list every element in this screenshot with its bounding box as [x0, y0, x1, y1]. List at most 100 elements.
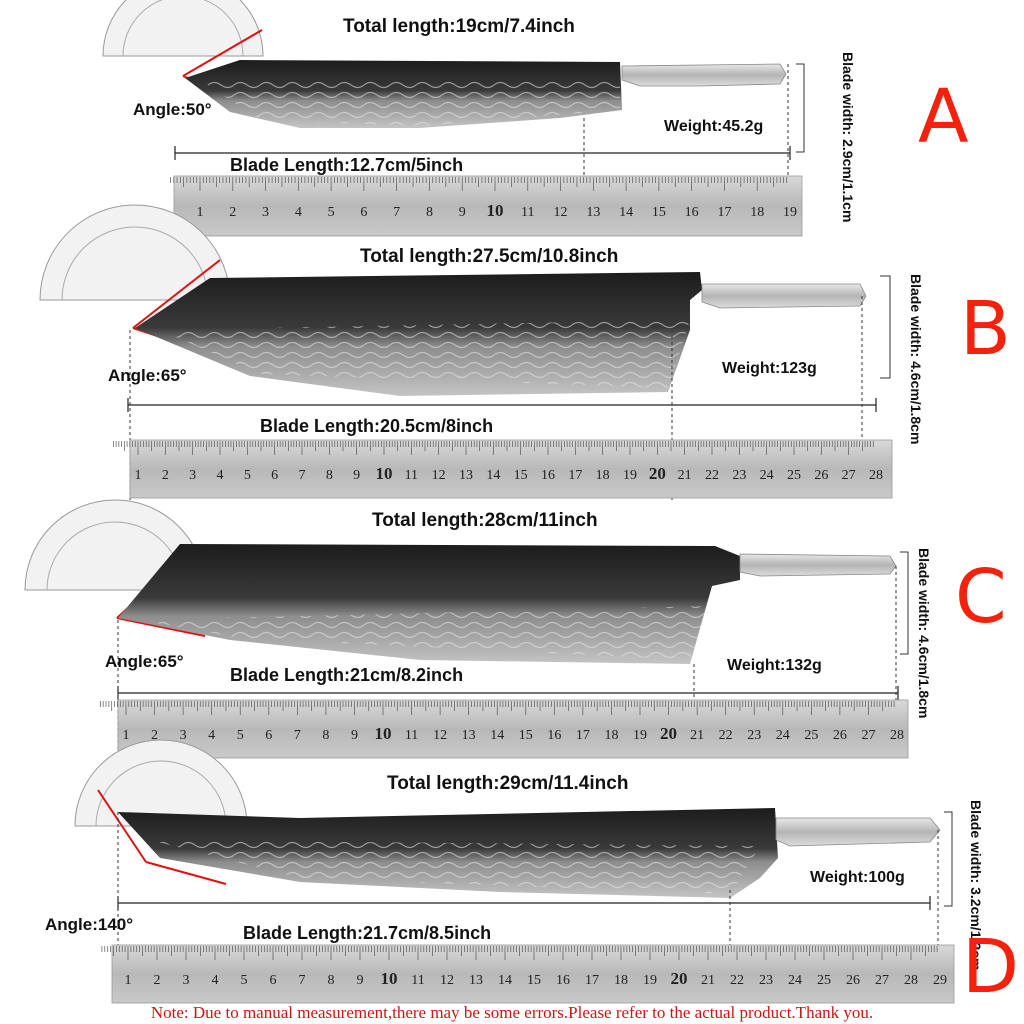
ruler-number: 5	[241, 973, 248, 988]
ruler-number: 11	[405, 468, 418, 483]
ruler-number: 7	[393, 205, 400, 220]
variant-letter-a: A	[918, 74, 969, 160]
ruler-number: 12	[433, 728, 447, 743]
ruler-number: 8	[426, 205, 433, 220]
ruler-number: 18	[750, 205, 764, 220]
ruler-number: 19	[783, 205, 797, 220]
ruler-number: 3	[262, 205, 269, 220]
ruler-number: 14	[498, 973, 512, 988]
weight-a: Weight:45.2g	[664, 118, 764, 135]
ruler-number: 2	[154, 973, 161, 988]
weight-b: Weight:123g	[722, 360, 817, 377]
ruler-number: 9	[351, 728, 358, 743]
ruler-number: 27	[861, 728, 875, 743]
total-length-d: Total length:29cm/11.4inch	[387, 773, 629, 794]
ruler-number: 2	[162, 468, 169, 483]
ruler-number: 24	[788, 973, 802, 988]
total-length-c: Total length:28cm/11inch	[372, 510, 598, 531]
ruler-number: 28	[890, 728, 904, 743]
ruler-number: 4	[212, 973, 219, 988]
ruler-number: 10	[376, 464, 393, 483]
angle-d: Angle:140°	[45, 915, 134, 934]
ruler-number: 12	[432, 468, 446, 483]
ruler-number: 23	[747, 728, 761, 743]
ruler-number: 29	[933, 973, 947, 988]
blade-width-d: Blade width: 3.2cm/1.2cm	[968, 800, 984, 971]
tang-b	[701, 283, 867, 309]
ruler-number: 11	[411, 973, 424, 988]
ruler-number: 26	[814, 468, 828, 483]
tang-d	[775, 817, 941, 847]
ruler-number: 5	[237, 728, 244, 743]
ruler-number: 2	[229, 205, 236, 220]
ruler-number: 26	[833, 728, 847, 743]
ruler-number: 13	[586, 205, 600, 220]
knife-c	[24, 499, 909, 759]
ruler-number: 6	[360, 205, 367, 220]
ruler-number: 17	[585, 973, 599, 988]
angle-a: Angle:50°	[133, 100, 212, 119]
ruler-number: 17	[717, 205, 731, 220]
ruler-number: 5	[244, 468, 251, 483]
ruler-number: 12	[440, 973, 454, 988]
blade-length-a: Blade Length:12.7cm/5inch	[230, 155, 464, 175]
ruler-number: 26	[846, 973, 860, 988]
ruler-number: 20	[660, 724, 677, 743]
ruler-number: 25	[817, 973, 831, 988]
ruler-number: 14	[619, 205, 633, 220]
ruler-number: 1	[197, 205, 204, 220]
ruler-number: 15	[514, 468, 528, 483]
ruler-number: 1	[125, 973, 132, 988]
ruler-number: 16	[556, 973, 570, 988]
ruler-number: 16	[541, 468, 555, 483]
total-length-a: Total length:19cm/7.4inch	[343, 16, 575, 37]
variant-letter-b: B	[960, 286, 1011, 372]
weight-d: Weight:100g	[810, 869, 905, 886]
weight-c: Weight:132g	[727, 657, 822, 674]
ruler-number: 6	[265, 728, 272, 743]
ruler-number: 4	[217, 468, 224, 483]
ruler-number: 3	[183, 973, 190, 988]
ruler-d	[111, 944, 955, 1004]
blade-width-b: Blade width: 4.6cm/1.8cm	[908, 274, 924, 445]
ruler-number: 9	[357, 973, 364, 988]
variant-letter-c: C	[955, 554, 1007, 640]
ruler-number: 5	[328, 205, 335, 220]
ruler-number: 15	[652, 205, 666, 220]
blade-length-b: Blade Length:20.5cm/8inch	[260, 416, 494, 436]
ruler-number: 21	[690, 728, 704, 743]
tang-c	[739, 553, 897, 577]
ruler-number: 22	[719, 728, 733, 743]
ruler-number: 7	[294, 728, 301, 743]
ruler-number: 13	[459, 468, 473, 483]
ruler-a	[173, 175, 803, 237]
ruler-c	[117, 699, 909, 759]
ruler-number: 6	[270, 973, 277, 988]
ruler-number: 18	[596, 468, 610, 483]
ruler-number: 10	[381, 969, 398, 988]
ruler-number: 6	[271, 468, 278, 483]
ruler-number: 4	[208, 728, 215, 743]
ruler-number: 28	[904, 973, 918, 988]
blade-width-c: Blade width: 4.6cm/1.8cm	[916, 548, 932, 719]
blade-width-a: Blade width: 2.9cm/1.1cm	[840, 52, 856, 223]
ruler-number: 27	[875, 973, 889, 988]
ruler-number: 3	[189, 468, 196, 483]
ruler-number: 23	[759, 973, 773, 988]
ruler-number: 13	[469, 973, 483, 988]
angle-b: Angle:65°	[108, 366, 187, 385]
ruler-number: 27	[842, 468, 856, 483]
total-length-b: Total length:27.5cm/10.8inch	[360, 246, 619, 267]
ruler-number: 10	[375, 724, 392, 743]
ruler-number: 23	[732, 468, 746, 483]
blade-length-c: Blade Length:21cm/8.2inch	[230, 665, 464, 685]
ruler-number: 25	[804, 728, 818, 743]
ruler-number: 16	[685, 205, 699, 220]
ruler-number: 9	[353, 468, 360, 483]
ruler-number: 1	[135, 468, 142, 483]
ruler-number: 15	[527, 973, 541, 988]
ruler-number: 19	[643, 973, 657, 988]
ruler-number: 8	[322, 728, 329, 743]
knife-b	[39, 204, 893, 500]
